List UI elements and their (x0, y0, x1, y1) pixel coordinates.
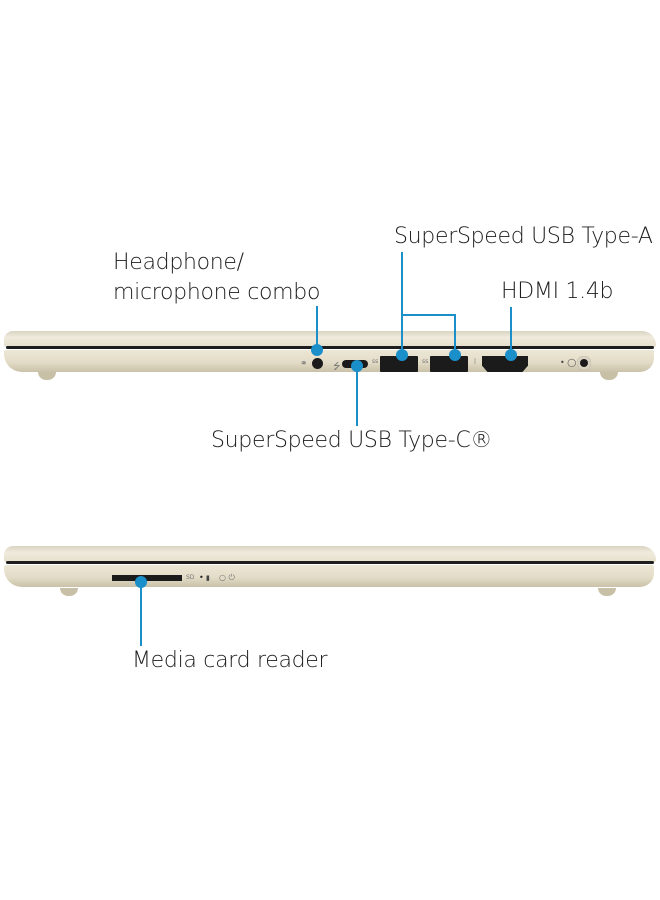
power-icon: ○ ⏻ (219, 573, 235, 582)
usb-a-callout-stem (401, 252, 403, 352)
hdmi-icon: | (474, 358, 477, 365)
usb-a-callout-bridge (401, 314, 456, 316)
usb-a-label: SuperSpeed USB Type-A (394, 224, 653, 249)
hdmi-callout-dot (505, 349, 517, 361)
card-reader-callout-line (140, 584, 142, 646)
sd-mark: SD (186, 574, 195, 581)
hdmi-port (482, 356, 528, 372)
usb-icon: ⭍ (333, 362, 341, 372)
power-led-icon: • ◯ (560, 358, 577, 367)
headphone-jack (312, 358, 323, 369)
usb-c-label: SuperSpeed USB Type-C® (211, 428, 493, 453)
usb-c-callout-dot (351, 360, 363, 372)
usb-a1-callout-dot (396, 349, 408, 361)
lid-seam (6, 346, 654, 349)
usb-a-port-1 (380, 356, 418, 372)
status-led-icon: • (199, 573, 204, 582)
laptop-lid (4, 331, 656, 347)
hdmi-label: HDMI 1.4b (501, 279, 614, 304)
card-reader-label: Media card reader (132, 648, 328, 673)
laptop-foot-right (598, 588, 616, 596)
sd-card-slot (112, 575, 182, 581)
laptop-base (4, 350, 654, 372)
laptop-foot-left (38, 372, 56, 380)
usb-a2-callout-dot (449, 349, 461, 361)
headphone-label-line2: microphone combo (113, 280, 321, 305)
usb-ss-icon: ss (372, 358, 379, 365)
headphone-label-line1: Headphone/ (113, 250, 244, 275)
usb-c-callout-line (356, 368, 358, 426)
usb-a-callout-branch (454, 314, 456, 352)
laptop-side-view-card-reader: SD • ▮ ○ ⏻ (0, 542, 660, 612)
card-reader-callout-dot (135, 576, 147, 588)
headphone-callout-line (316, 306, 318, 348)
drive-led-icon: ▮ (206, 574, 210, 582)
power-jack (577, 356, 591, 370)
lid-seam (6, 561, 654, 564)
laptop-lid (4, 546, 656, 562)
hdmi-callout-line (510, 307, 512, 352)
laptop-foot-left (60, 588, 78, 596)
headphone-icon: ⚭ (300, 359, 308, 369)
laptop-foot-right (600, 372, 618, 380)
usb-ss-icon: ss (422, 358, 429, 365)
usb-a-port-2 (430, 356, 468, 372)
headphone-callout-dot (311, 344, 323, 356)
laptop-side-view-ports: ⚭ ⭍ ss ss | • ◯ (0, 325, 660, 395)
laptop-base (4, 565, 654, 587)
